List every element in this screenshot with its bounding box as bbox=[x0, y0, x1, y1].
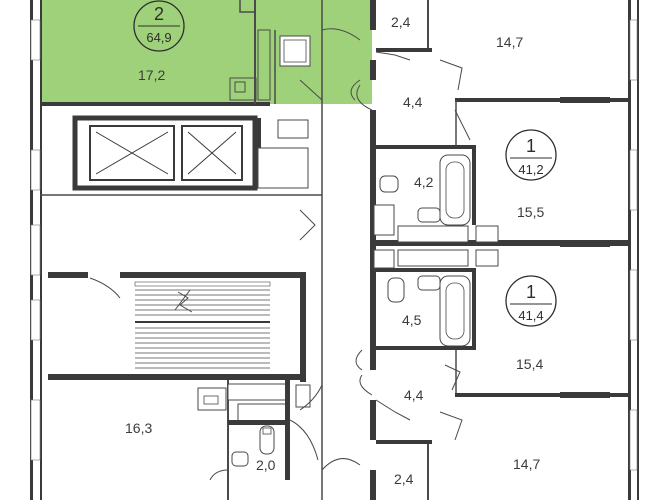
elevator-block bbox=[40, 115, 322, 196]
room-area-label: 14,7 bbox=[496, 34, 523, 50]
room-area-label: 15,5 bbox=[517, 204, 544, 220]
apartment-2-fill bbox=[40, 0, 372, 104]
room-area-label: 16,3 bbox=[125, 420, 152, 436]
bottom-left-apartment bbox=[197, 380, 361, 500]
room-area-label: 17,2 bbox=[138, 67, 165, 83]
corridor-doors bbox=[299, 79, 363, 411]
apartment-rooms: 2 bbox=[154, 4, 164, 24]
apartment-2-highlight[interactable] bbox=[40, 0, 372, 104]
apartment-rooms: 1 bbox=[526, 136, 536, 156]
apartment-rooms: 1 bbox=[526, 282, 536, 302]
apartment-marker-a2[interactable]: 2 64,9 bbox=[133, 0, 185, 52]
apartment-marker-c1[interactable]: 1 41,4 bbox=[505, 275, 557, 327]
top-left-apartment bbox=[40, 0, 361, 139]
outer-walls bbox=[30, 0, 639, 500]
room-area-label: 4,4 bbox=[403, 94, 423, 110]
staircase bbox=[48, 272, 306, 382]
room-area-label: 4,4 bbox=[404, 387, 424, 403]
corridor-walls bbox=[321, 0, 376, 500]
room-area-label: 2,0 bbox=[256, 457, 276, 473]
right-upper-apartments bbox=[356, 0, 631, 269]
room-area-label: 2,4 bbox=[394, 471, 414, 487]
room-area-label: 4,2 bbox=[414, 174, 434, 190]
apartment-area: 41,2 bbox=[518, 162, 543, 177]
apartment-area: 41,4 bbox=[518, 308, 543, 323]
room-labels: 17,2 2,4 14,7 4,4 4,2 15,5 4,5 15,4 4,4 … bbox=[125, 14, 544, 487]
right-lower-apartments bbox=[359, 268, 630, 500]
room-area-label: 14,7 bbox=[513, 456, 540, 472]
room-area-label: 4,5 bbox=[402, 312, 422, 328]
apartment-area: 64,9 bbox=[146, 30, 171, 45]
apartment-marker-b1[interactable]: 1 41,2 bbox=[505, 129, 557, 181]
room-area-label: 15,4 bbox=[516, 356, 543, 372]
room-area-label: 2,4 bbox=[391, 14, 411, 30]
